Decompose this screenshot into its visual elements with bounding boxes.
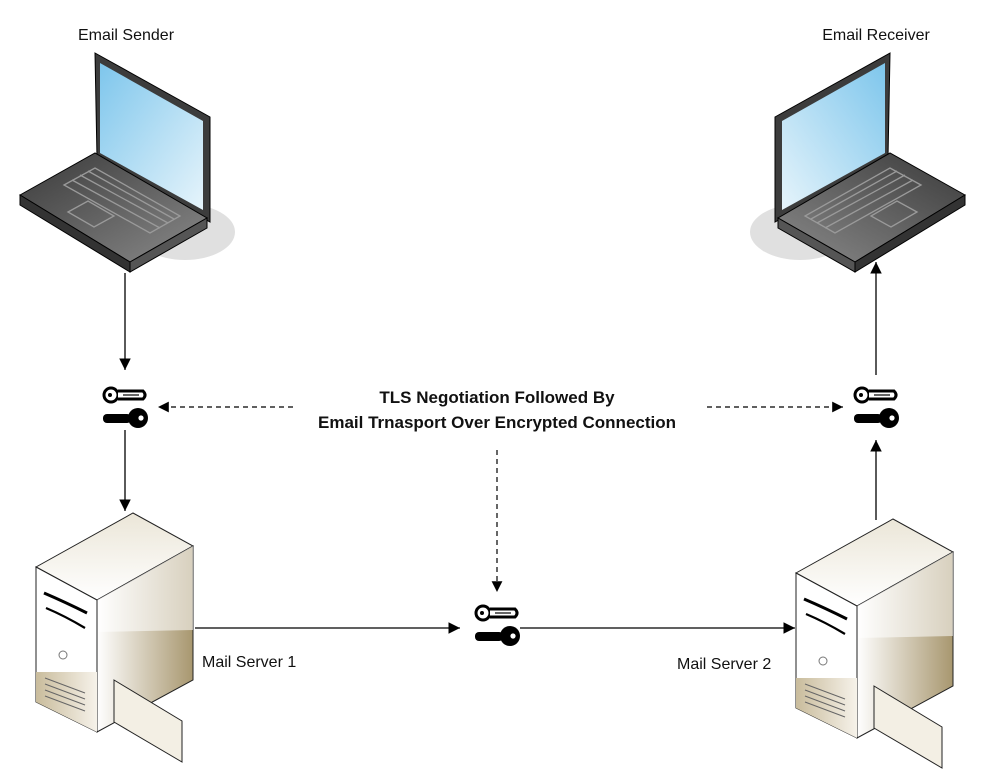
mail-server-1-label: Mail Server 1 [202, 654, 296, 671]
sender-laptop-icon [19, 52, 236, 273]
tls-label-line1: TLS Negotiation Followed By [379, 388, 615, 407]
receiver-laptop-icon [749, 52, 966, 273]
tls-label-line2: Email Trnasport Over Encrypted Connectio… [318, 413, 676, 432]
key-pair-icon-servers [473, 604, 522, 648]
mail-server-1-icon [34, 511, 195, 764]
email-receiver-label: Email Receiver [822, 27, 930, 44]
key-pair-icon-sender [101, 386, 150, 430]
mail-server-2-icon [794, 517, 955, 770]
mail-server-2-label: Mail Server 2 [677, 656, 771, 673]
email-sender-label: Email Sender [78, 27, 175, 44]
key-pair-icon-receiver [852, 386, 901, 430]
